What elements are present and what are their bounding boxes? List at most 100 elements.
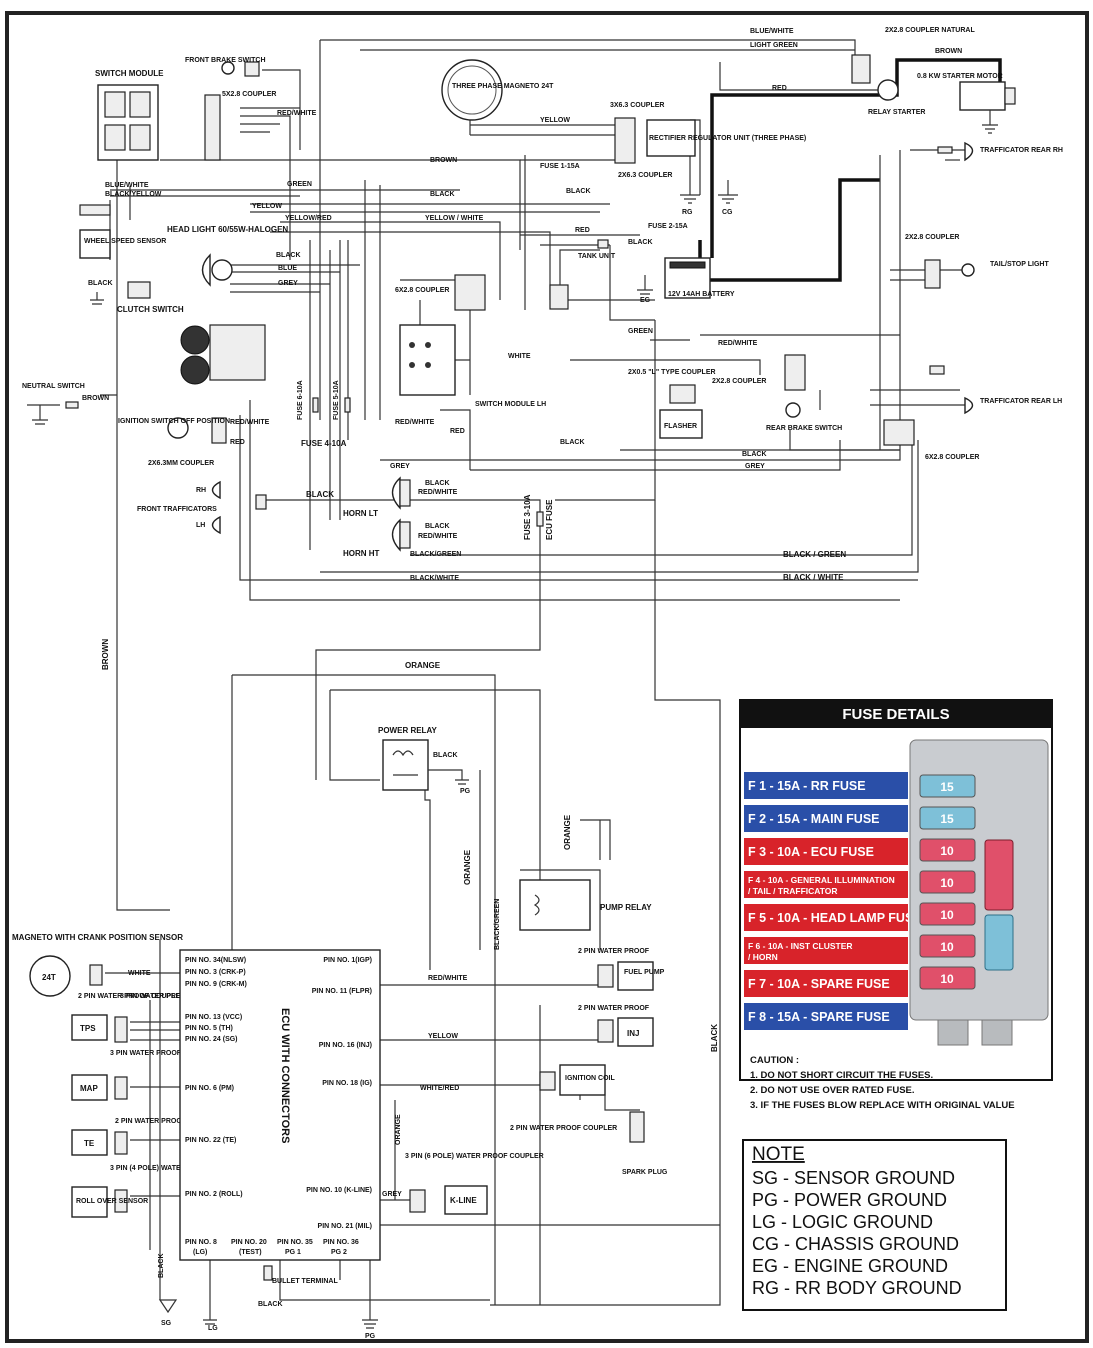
fuse-box-fuse-label: 10 [940,908,954,922]
wire-label: GREY [278,280,298,287]
wire-label: ORANGE [463,849,472,885]
roll-sensor-label: ROLL OVER SENSOR [76,1198,148,1205]
ecu-pin-right: PIN NO. 18 (IG) [322,1080,372,1087]
te-label: TE [84,1139,95,1148]
magneto-crank-label: MAGNETO WITH CRANK POSITION SENSOR [12,933,183,942]
coupler-2x6-3mm-label: 2X6.3MM COUPLER [148,460,214,467]
fuse-box-fuse-label: 10 [940,972,954,986]
wire-label: GREEN [287,181,312,188]
ecu-fuse-label: ECU FUSE [545,499,554,540]
fuse-row: F 8 - 15A - SPARE FUSE [744,1003,908,1030]
wire-label: YELLOW / WHITE [425,215,484,222]
note-item: EG - ENGINE GROUND [752,1256,948,1276]
fuse-row-label: F 3 - 10A - ECU FUSE [748,845,874,859]
ecu-pin-left: PIN NO. 13 (VCC) [185,1014,242,1021]
wp-2pin-te-label: 2 PIN WATER PROOF [115,1118,187,1125]
coupler-5x2-top-label: 5X2.8 COUPLER [222,91,276,98]
wp-2pin-ign-label: 2 PIN WATER PROOF COUPLER [510,1125,617,1132]
horn-lt: HORN LT [343,476,411,518]
ecu-bottom-pins: PIN NO. 8(LG)PIN NO. 20(TEST)PIN NO. 35P… [185,1239,359,1256]
wire-label: BLACK/YELLOW [105,191,162,198]
ecu-pin-left: PIN NO. 6 (PM) [185,1085,234,1092]
ecu-pin-bottom: PIN NO. 8 [185,1239,217,1246]
note-item: CG - CHASSIS GROUND [752,1234,959,1254]
fuse-4-label: FUSE 4-10A [301,439,347,448]
clutch-switch: CLUTCH SWITCH [90,281,184,314]
front-lh-label: LH [196,522,205,529]
caution-item: 1. DO NOT SHORT CIRCUIT THE FUSES. [750,1070,933,1081]
horn-ht-label: HORN HT [343,549,380,558]
k-line-label: K-LINE [450,1196,477,1205]
ecu-pin-left: PIN NO. 5 (TH) [185,1025,233,1032]
fuse-box-fuse-label: 10 [940,940,954,954]
ecu-pin-right: PIN NO. 10 (K-LINE) [306,1187,372,1194]
wire-label: GREY [745,463,765,470]
wire-label: RED/WHITE [418,533,458,540]
wp-2pin-a-label: 2 PIN WATER PROOF COUPLER [78,993,185,1000]
fuse-row-label: F 5 - 10A - HEAD LAMP FUSE [748,911,922,925]
wire-label: BLUE [278,265,297,272]
three-phase-magneto: THREE PHASE MAGNETO 24T [441,59,554,121]
pg-relay-label: PG [460,788,471,795]
fuse-row: F 2 - 15A - MAIN FUSE [744,805,908,832]
bullet-terminal: BULLET TERMINAL [263,1265,338,1285]
wire-label: RED/WHITE [230,419,270,426]
wire-label: RED/WHITE [395,419,435,426]
wire-label: BLACK/GREEN [410,551,461,558]
ecu-pin-bottom-sub: PG 1 [285,1249,301,1256]
note-item: PG - POWER GROUND [752,1190,947,1210]
ecu-pin-left: PIN NO. 34(NLSW) [185,957,246,964]
fuse-6-label: FUSE 6-10A [297,380,304,420]
ground-rg: RG [680,175,700,216]
ecu-fuse: FUSE 3-10A ECU FUSE [523,494,554,540]
ignition-switch: IGNITION SWITCH OFF POSITION 2X6.3MM COU… [118,417,230,467]
ecu-right-pins: PIN NO. 1(IGP)PIN NO. 11 (FLPR)PIN NO. 1… [306,957,372,1230]
wire-label: BLACK [158,1254,165,1279]
coupler-3x6-3-label: 3X6.3 COUPLER [610,102,664,109]
wire-label: GREY [382,1191,402,1198]
wire-label: WHITE [508,353,531,360]
fuse-row-bg [744,772,908,799]
pg-label: PG [365,1333,376,1340]
fuse-row: F 5 - 10A - HEAD LAMP FUSE [744,904,922,931]
front-trafficators: RH LH FRONT TRAFFICATORS [137,480,267,535]
relay-starter: RELAY STARTER [868,79,925,116]
coupler-6x2-8-rear: 6X2.8 COUPLER [883,419,979,461]
fuse-row-label: F 7 - 10A - SPARE FUSE [748,977,890,991]
trafficator-rear-rh: TRAFFICATOR REAR RH [937,141,1063,162]
caution-items: 1. DO NOT SHORT CIRCUIT THE FUSES.2. DO … [750,1070,1015,1111]
switch-module-label: SWITCH MODULE [95,69,164,78]
front-rh-label: RH [196,487,206,494]
tps-sensor: TPS 2 PIN WATER PROOF COUPLER 3 PIN WATE… [71,993,227,1043]
wire-label: RED/WHITE [718,340,758,347]
wire-label: YELLOW [428,1033,458,1040]
flasher: FLASHER 2X0.5 "L" TYPE COUPLER [628,369,716,439]
power-relay-label: POWER RELAY [378,726,437,735]
wire-label: BLACK [628,239,653,246]
fuse-box-fuse-label: 15 [940,812,954,826]
pump-relay: PUMP RELAY [519,879,652,931]
fuse-row-bg [744,1003,908,1030]
fuse-row-bg [744,838,908,865]
fuse-box-fuse-label: 15 [940,780,954,794]
wire-label: BLACK [560,439,585,446]
ground-pg: PG [362,1319,378,1340]
ecu-pin-left: PIN NO. 24 (SG) [185,1036,238,1043]
ignition-switch-label: IGNITION SWITCH OFF POSITION [118,418,230,425]
fuel-pump: FUEL PUMP 2 PIN WATER PROOF [578,948,665,991]
starter-motor-label: 0.8 KW STARTER MOTOR [917,73,1003,80]
trafficator-rear-lh: TRAFFICATOR REAR LH [929,365,1062,415]
fuse-box-fuse [919,966,976,990]
wire-label: YELLOW [252,203,282,210]
pump-relay-label: PUMP RELAY [600,903,652,912]
ecu-pin-bottom-sub: (LG) [193,1249,207,1256]
wire-label: BLACK [566,188,591,195]
wire-label: YELLOW [540,117,570,124]
fuse-5-label: FUSE 5-10A [333,380,340,420]
fuse-row-label-cont: / HORN [748,952,778,962]
wire-label: BLACK [306,490,334,499]
wire-label: BLACK / WHITE [783,573,844,582]
tail-stop-light: 2X2.8 COUPLER TAIL/STOP LIGHT [905,234,1049,289]
wire-label: BLACK [430,191,455,198]
